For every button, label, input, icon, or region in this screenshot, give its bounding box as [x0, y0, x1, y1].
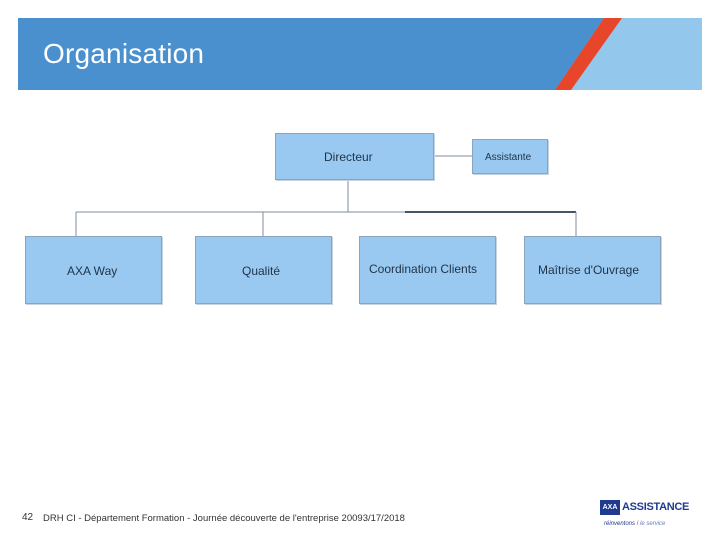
page-number: 42: [22, 512, 34, 523]
logo-tagline: réinventons / le service: [604, 521, 665, 527]
slide-title: Organisation: [43, 38, 205, 69]
tagline-separator: /: [636, 521, 639, 527]
org-box-label: AXA Way: [67, 264, 118, 278]
title-banner: Organisation: [18, 18, 702, 90]
org-box-maitrise-ouvrage: Maîtrise d'Ouvrage: [524, 236, 661, 304]
tagline-part1: réinventons: [604, 521, 636, 527]
org-box-label: Coordination Clients: [369, 262, 478, 276]
logo-wordmark: ASSISTANCE: [622, 501, 690, 513]
org-box-qualite: Qualité: [195, 236, 332, 304]
axa-assistance-logo: AXA ASSISTANCE réinventons / le service: [600, 499, 694, 533]
org-box-coordination-clients: Coordination Clients: [359, 236, 496, 304]
org-box-label: Assistante: [485, 152, 532, 163]
org-box-directeur: Directeur: [275, 133, 434, 180]
org-box-label: Qualité: [242, 264, 281, 278]
org-box-axa-way: AXA Way: [25, 236, 162, 304]
org-box-label: Maîtrise d'Ouvrage: [538, 263, 639, 277]
banner-accent-stripe: [555, 18, 622, 90]
org-box-assistante: Assistante: [472, 139, 548, 174]
tagline-part2: le service: [640, 521, 666, 527]
footer-text: DRH CI - Département Formation - Journée…: [43, 513, 405, 524]
org-box-label: Directeur: [324, 150, 373, 164]
banner-graphic: [18, 18, 702, 90]
axa-logo-mark: AXA: [600, 500, 620, 515]
